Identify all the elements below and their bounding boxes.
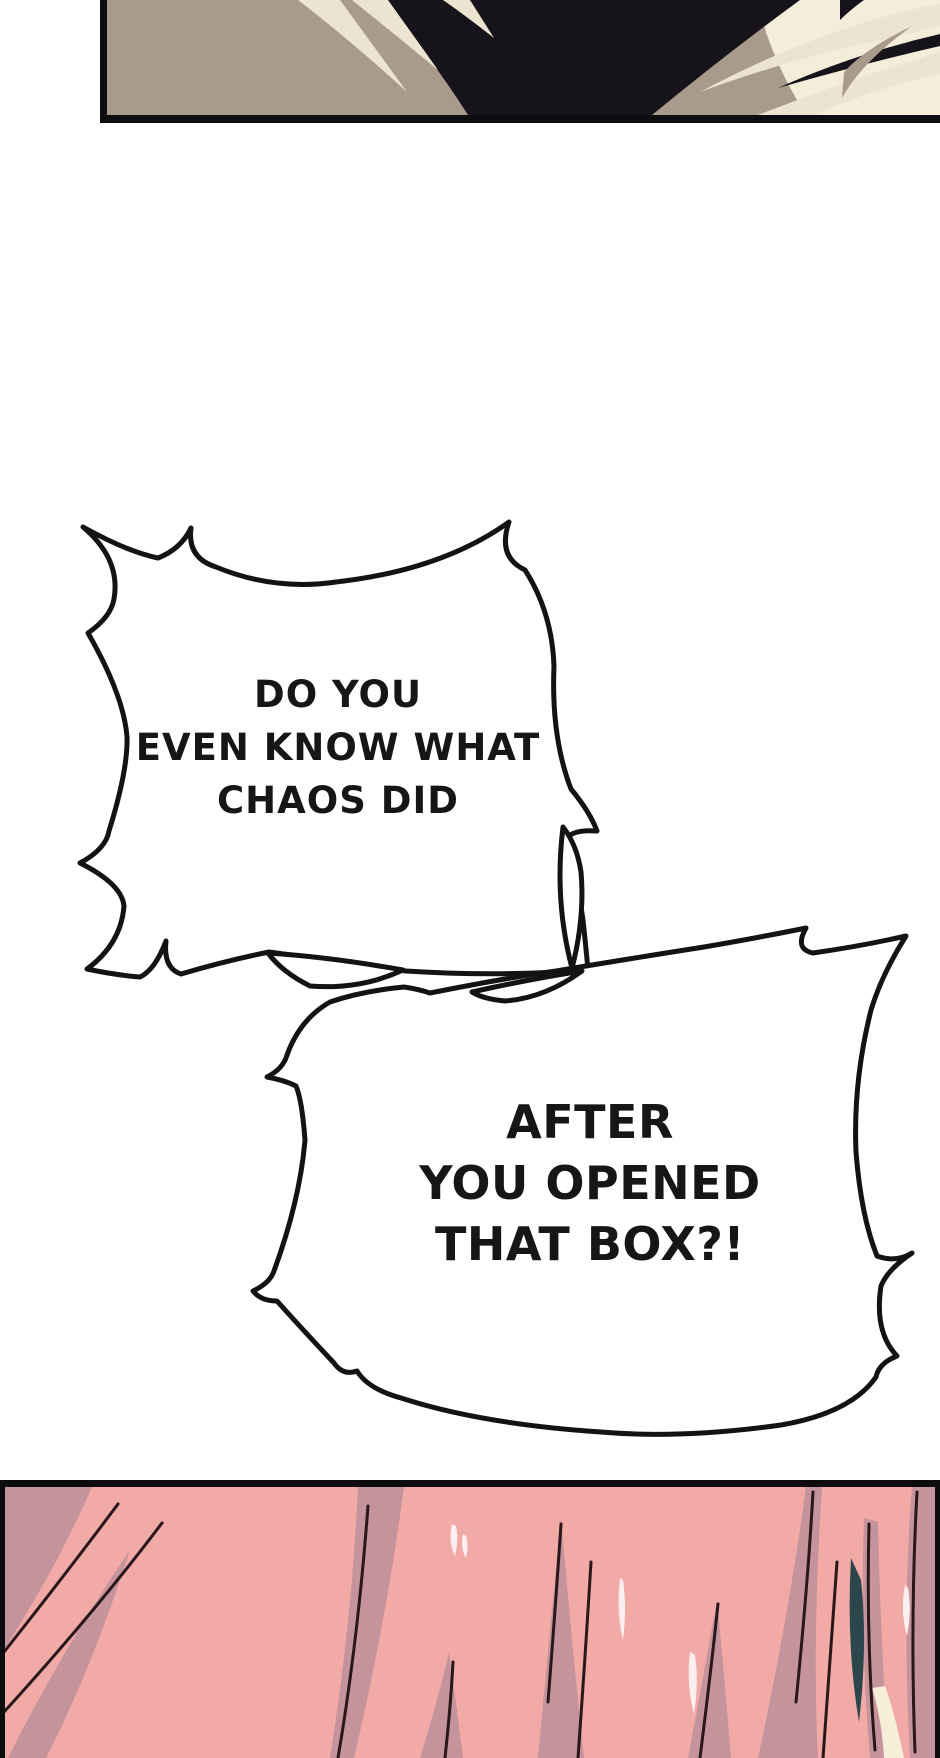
bubble-1-line: EVEN KNOW WHAT <box>135 726 541 769</box>
panel-border-bottom <box>100 115 940 123</box>
bubble-2-line: THAT BOX?! <box>435 1217 745 1271</box>
cream-hair-swoosh <box>700 4 940 92</box>
cream-hair-spike <box>352 0 438 70</box>
bubble-2-text: AFTER YOU OPENED THAT BOX?! <box>368 1092 812 1275</box>
black-hair-sliver <box>840 0 864 20</box>
panel-border-top <box>0 1480 940 1487</box>
shout-bubble-2 <box>250 925 915 1437</box>
hair-line-details <box>2 1490 919 1758</box>
bottom-hair-panel <box>0 1480 940 1758</box>
panel-border-left <box>0 1480 5 1758</box>
speech-bubble-layer <box>77 519 915 1437</box>
dusty-hair-strands <box>5 1487 935 1758</box>
teal-hair-accent <box>849 1558 865 1722</box>
panel-border-left <box>100 0 107 123</box>
taupe-hair-strand <box>842 26 912 98</box>
bubble-2-line: AFTER <box>506 1095 674 1149</box>
bubble-2-line: YOU OPENED <box>419 1156 761 1210</box>
bubble-curl <box>557 824 585 971</box>
bubble-1-line: DO YOU <box>253 673 423 716</box>
cream-hair-accent <box>872 1686 904 1758</box>
cream-hair-spike <box>443 0 494 38</box>
hair-highlights <box>450 1524 910 1714</box>
panel-border-right <box>935 1480 940 1758</box>
bubble-1-text: DO YOU EVEN KNOW WHAT CHAOS DID <box>128 668 548 827</box>
top-hair-panel <box>100 0 940 123</box>
bubble-curl <box>265 950 406 990</box>
bubble-curl <box>469 968 585 1004</box>
bubble-1-line: CHAOS DID <box>217 779 459 822</box>
cream-hair-spike <box>298 0 407 92</box>
